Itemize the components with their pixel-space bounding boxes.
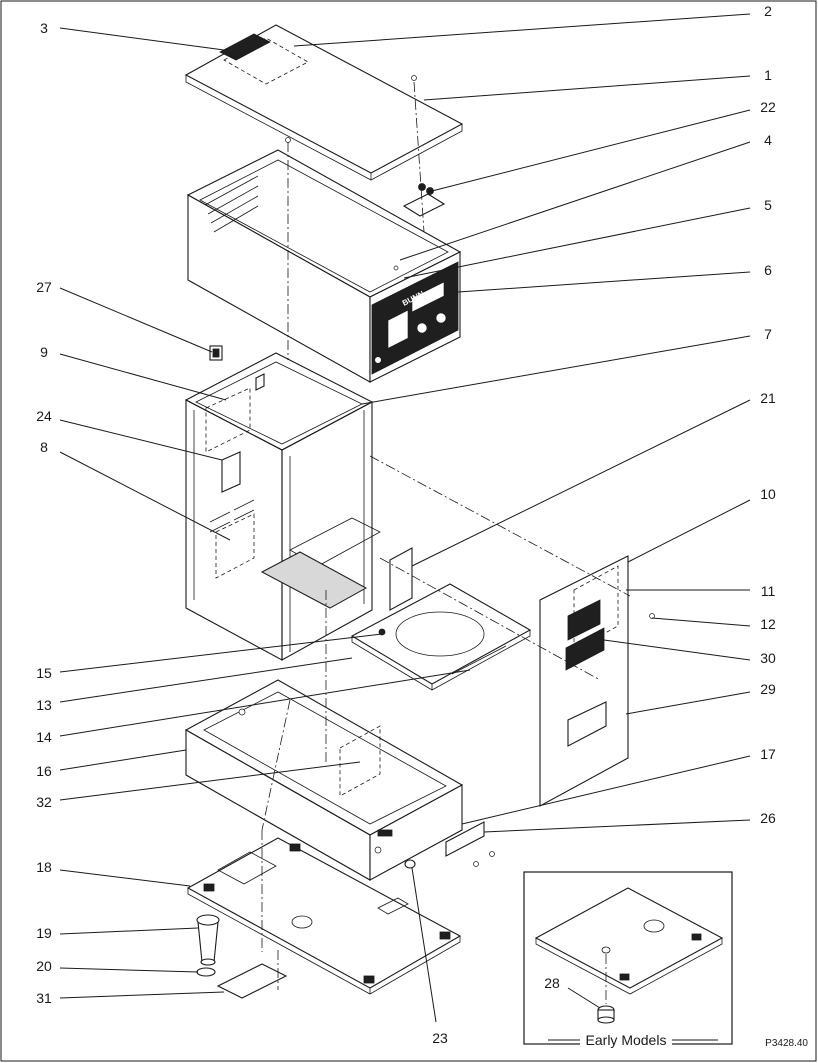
callout-28: 28 — [544, 975, 560, 991]
callout-11: 11 — [761, 583, 776, 599]
part-lower-base — [184, 679, 464, 881]
callout-15: 15 — [36, 665, 52, 681]
callout-16: 16 — [36, 763, 52, 779]
callout-32: 32 — [36, 794, 52, 810]
part-switch — [209, 345, 223, 361]
callout-23: 23 — [432, 1030, 448, 1046]
callout-12: 12 — [760, 616, 776, 632]
part-bracket-plate — [389, 547, 413, 611]
callout-17: 17 — [760, 746, 776, 762]
callout-leaders — [59, 13, 751, 1023]
callout-3: 3 — [40, 20, 48, 36]
callout-8: 8 — [40, 439, 48, 455]
callout-6: 6 — [764, 262, 772, 278]
callout-31: 31 — [36, 990, 52, 1006]
part-base-plate — [186, 837, 462, 995]
part-fuse-holder — [404, 859, 416, 869]
callout-14: 14 — [36, 729, 52, 745]
callout-9: 9 — [40, 344, 48, 360]
callout-26: 26 — [760, 810, 776, 826]
part-frame — [184, 352, 381, 661]
callout-numbers: 3 2 1 22 4 5 6 27 7 9 21 24 8 10 11 12 1… — [36, 3, 776, 1046]
callout-22: 22 — [760, 99, 776, 115]
callout-7: 7 — [764, 326, 772, 342]
callout-29: 29 — [760, 681, 776, 697]
callout-20: 20 — [36, 958, 52, 974]
part-side-panel — [539, 555, 655, 807]
callout-24: 24 — [36, 408, 52, 424]
part-top-lid — [184, 24, 464, 181]
alignment-lines — [261, 81, 631, 990]
callout-18: 18 — [36, 859, 52, 875]
callout-27: 27 — [36, 279, 52, 295]
callout-30: 30 — [760, 650, 776, 666]
part-mounting-bracket — [402, 183, 446, 217]
figure-reference: P3428.40 — [765, 1038, 808, 1049]
part-leg — [196, 914, 220, 977]
callout-10: 10 — [760, 486, 776, 502]
callout-5: 5 — [764, 197, 772, 213]
callout-21: 21 — [760, 390, 776, 406]
part-cover-plate — [216, 963, 288, 999]
callout-2: 2 — [764, 3, 772, 19]
part-tray-plate — [350, 583, 532, 691]
callout-13: 13 — [36, 697, 52, 713]
inset-caption: Early Models — [586, 1032, 667, 1048]
callout-4: 4 — [764, 132, 772, 148]
callout-19: 19 — [36, 925, 52, 941]
inset-early-models: Early Models — [523, 871, 733, 1050]
part-side-bracket — [445, 821, 495, 867]
part-upper-housing: BUNN — [186, 137, 462, 383]
callout-1: 1 — [764, 67, 772, 83]
